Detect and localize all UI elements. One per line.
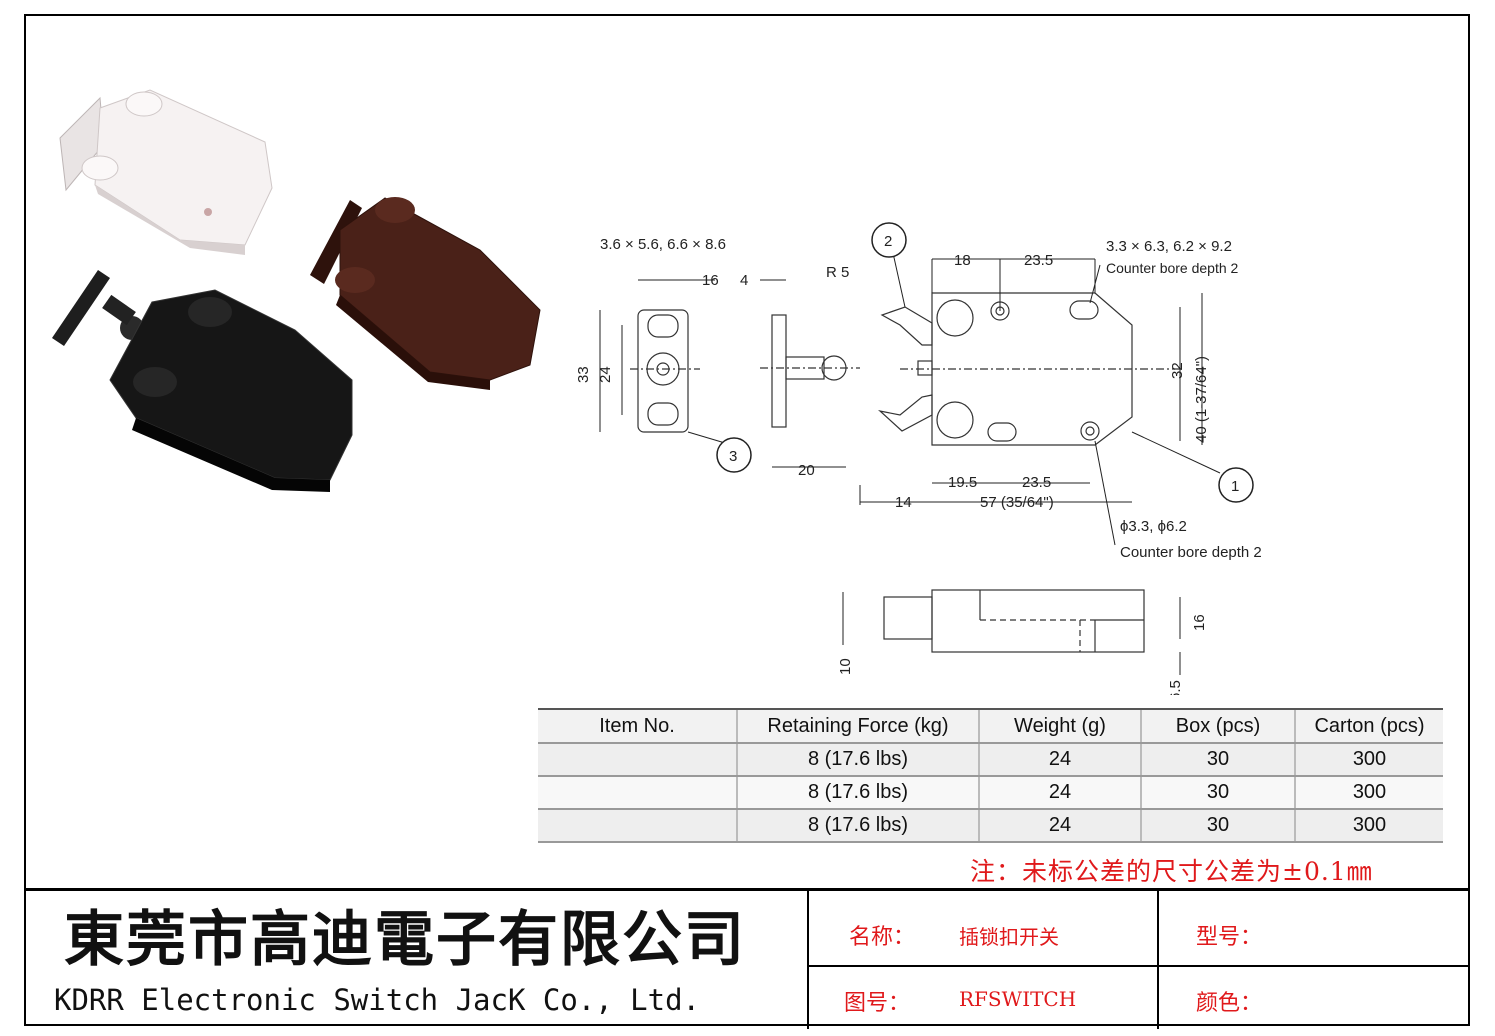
title-divider-1 xyxy=(807,891,809,1029)
dim-left-20: 20 xyxy=(798,462,815,479)
white-latch-image xyxy=(59,89,273,255)
dim-main-14: 14 xyxy=(895,494,912,511)
cell-retaining-force: 8 (17.6 lbs) xyxy=(736,809,979,843)
dim-left-24: 24 xyxy=(597,366,614,383)
callout-3 xyxy=(716,437,752,473)
cell-item-no xyxy=(538,743,737,777)
dim-main-23-5-bottom: 23.5 xyxy=(1022,474,1051,491)
dim-main-slot-note: Counter bore depth 2 xyxy=(1106,260,1239,276)
cell-carton: 300 xyxy=(1294,809,1443,843)
dim-left-slot-spec: 3.6 × 5.6, 6.6 × 8.6 xyxy=(600,236,726,253)
table-row: 8 (17.6 lbs) 24 30 300 xyxy=(538,809,1443,843)
dim-main-hole-note: Counter bore depth 2 xyxy=(1120,544,1262,561)
col-retaining-force: Retaining Force (kg) xyxy=(736,708,979,744)
cell-box: 30 xyxy=(1140,743,1295,777)
dim-left-r5: R 5 xyxy=(826,264,849,281)
black-latch-image xyxy=(52,270,353,492)
strike-plate-side xyxy=(771,314,787,428)
technical-drawing: 1 2 3 3.6 × 5.6, 6.6 × 8.6 16 4 R 5 33 2… xyxy=(575,222,1262,695)
callout-3-label: 3 xyxy=(729,448,737,465)
cell-carton: 300 xyxy=(1294,776,1443,810)
dim-left-33: 33 xyxy=(575,366,592,383)
title-divider-2 xyxy=(1157,891,1159,1029)
drawing-frame xyxy=(24,14,1470,1026)
dim-main-23-5-top: 23.5 xyxy=(1024,252,1053,269)
cell-carton: 300 xyxy=(1294,743,1443,777)
callout-2 xyxy=(871,222,907,258)
spec-table: Item No. Retaining Force (kg) Weight (g)… xyxy=(538,708,1443,843)
drawing-no-value: RFSWITCH xyxy=(959,987,1077,1011)
callout-2-label: 2 xyxy=(884,233,892,250)
cell-box: 30 xyxy=(1140,809,1295,843)
cell-box: 30 xyxy=(1140,776,1295,810)
cell-weight: 24 xyxy=(978,776,1141,810)
name-value: 插锁扣开关 xyxy=(959,925,1059,949)
main-body-side xyxy=(931,589,1145,653)
callout-1-label: 1 xyxy=(1231,478,1239,495)
cell-retaining-force: 8 (17.6 lbs) xyxy=(736,743,979,777)
cell-item-no xyxy=(538,776,737,810)
name-label: 名称： xyxy=(849,925,916,950)
callout-1 xyxy=(1218,467,1254,503)
dim-side-10: 10 xyxy=(837,658,854,675)
col-box: Box (pcs) xyxy=(1140,708,1295,744)
dim-left-4: 4 xyxy=(740,272,748,289)
cell-retaining-force: 8 (17.6 lbs) xyxy=(736,776,979,810)
dim-main-32: 32 xyxy=(1169,362,1186,379)
dim-main-slot-spec: 3.3 × 6.3, 6.2 × 9.2 xyxy=(1106,238,1232,255)
cell-item-no xyxy=(538,809,737,843)
title-divider-row xyxy=(807,965,1470,967)
col-item-no: Item No. xyxy=(538,708,737,744)
strike-plate-front xyxy=(637,309,689,433)
dim-main-57: 57 (35/64") xyxy=(980,494,1054,511)
dim-main-40: 40 (1-37/64") xyxy=(1193,356,1210,443)
col-carton: Carton (pcs) xyxy=(1294,708,1443,744)
tolerance-note: 注：未标公差的尺寸公差为±0.1㎜ xyxy=(970,857,1373,886)
company-name-cn: 東莞市高迪電子有限公司 xyxy=(64,905,746,975)
dim-side-6-5: 6.5 xyxy=(1167,680,1184,695)
color-label: 颜色： xyxy=(1196,991,1263,1016)
col-weight: Weight (g) xyxy=(978,708,1141,744)
dim-main-hole-spec: ϕ3.3, ϕ6.2 xyxy=(1120,518,1187,535)
dim-main-19-5: 19.5 xyxy=(948,474,977,491)
cell-weight: 24 xyxy=(978,743,1141,777)
title-block: 東莞市高迪電子有限公司 KDRR Electronic Switch JacK … xyxy=(24,888,1470,1029)
dim-main-18: 18 xyxy=(954,252,971,269)
model-label: 型号： xyxy=(1196,925,1263,950)
brown-latch-image xyxy=(310,197,541,390)
cell-weight: 24 xyxy=(978,809,1141,843)
table-row: 8 (17.6 lbs) 24 30 300 xyxy=(538,743,1443,777)
table-header-row: Item No. Retaining Force (kg) Weight (g)… xyxy=(538,708,1443,744)
dim-left-16: 16 xyxy=(702,272,719,289)
dim-side-16: 16 xyxy=(1191,614,1208,631)
table-row: 8 (17.6 lbs) 24 30 300 xyxy=(538,776,1443,810)
company-name-en: KDRR Electronic Switch JacK Co., Ltd. xyxy=(54,983,701,1017)
product-photo xyxy=(52,89,541,492)
drawing-no-label: 图号： xyxy=(844,991,911,1016)
